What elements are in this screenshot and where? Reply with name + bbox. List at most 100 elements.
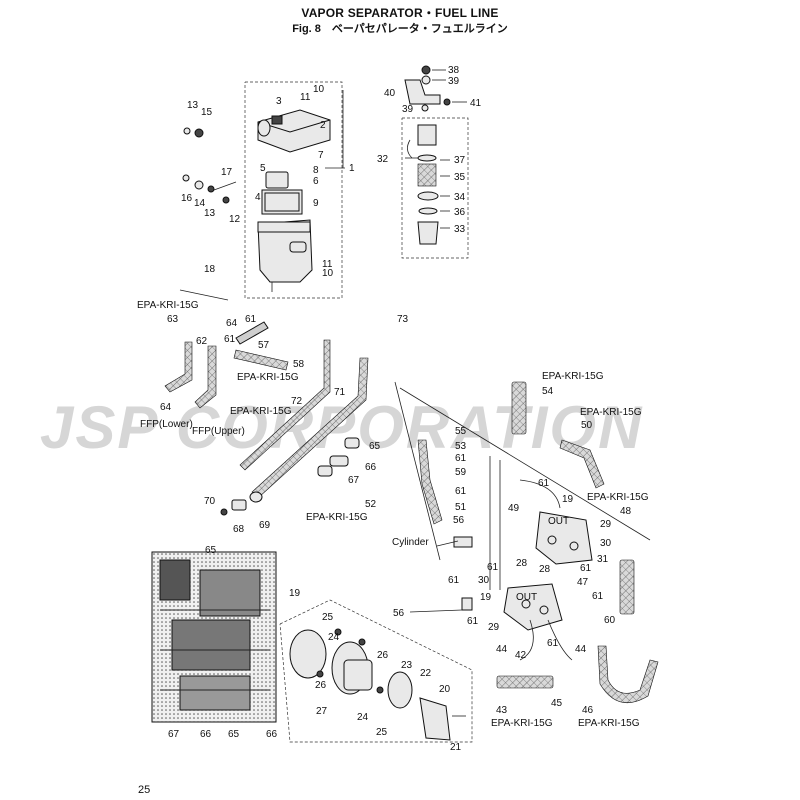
callout-72: 72 [291,396,303,407]
callout-66c: 66 [266,729,278,740]
callout-65a: 65 [369,441,381,452]
callout-62: 62 [196,336,208,347]
page-title: VAPOR SEPARATOR・FUEL LINE [301,6,499,20]
callout-29b: 29 [488,622,500,633]
callout-61h: 61 [467,616,479,627]
callout-29a: 29 [600,519,612,530]
pipe-assembly [453,456,501,611]
epa-label-4: EPA-KRI-15G [306,512,368,523]
callout-28a: 28 [516,558,528,569]
callout-42: 42 [515,650,527,661]
callout-25a: 25 [322,612,334,623]
epa-label-2: EPA-KRI-15G [237,372,299,383]
epa-label-7: EPA-KRI-15G [587,492,649,503]
callout-19b: 19 [562,494,574,505]
callout-24b: 24 [357,712,369,723]
callout-33: 33 [454,224,466,235]
callout-28b: 28 [539,564,551,575]
callout-55: 55 [455,426,467,437]
fuel-filter-group-box [401,117,469,259]
figure-label: Fig. 8 ベーパセパレータ・フュエルライン [292,23,508,35]
callout-61c: 61 [538,478,550,489]
callout-46: 46 [582,705,594,716]
callout-25b: 25 [376,727,388,738]
callout-61d: 61 [245,314,257,325]
ffp-upper-label: FFP(Upper) [192,426,245,437]
callout-67b: 67 [168,729,180,740]
callout-14: 14 [194,198,206,209]
callout-27: 27 [316,706,328,717]
svg-text:OUT: OUT [516,592,537,603]
callout-30b: 30 [478,575,490,586]
callout-13b: 13 [204,208,216,219]
callout-1: 1 [349,163,355,174]
clip-set [317,437,360,477]
callout-2: 2 [320,120,326,131]
callout-numbers: 1 2 3 4 5 6 7 8 9 10 11 12 13 13 14 15 1… [160,65,632,753]
callout-53: 53 [455,441,467,452]
fuel-pump-group-box [279,599,473,743]
callout-50: 50 [581,420,593,431]
callout-56b: 56 [393,608,405,619]
hose-48 [619,559,635,615]
pipe-44 [519,619,573,661]
callout-6: 6 [313,176,319,187]
leader-lines [325,69,651,613]
epa-label-6: EPA-KRI-15G [580,407,642,418]
callout-36: 36 [454,207,466,218]
callout-16: 16 [181,193,193,204]
hose-62 [194,345,217,409]
callout-59: 59 [455,467,467,478]
epa-label-9: EPA-KRI-15G [578,718,640,729]
callout-65c: 65 [228,729,240,740]
hose-43 [496,675,554,689]
callout-12: 12 [229,214,241,225]
screw-and-washer-set [182,127,237,204]
hose-72 [239,339,331,471]
callout-31: 31 [597,554,609,565]
callout-49: 49 [508,503,520,514]
callout-7: 7 [318,150,324,161]
callout-61g: 61 [448,575,460,586]
callout-8: 8 [313,165,319,176]
callout-54: 54 [542,386,554,397]
vapor-separator-cover [257,109,331,153]
callout-63: 63 [167,314,179,325]
callout-64a: 64 [226,318,238,329]
callout-30a: 30 [600,538,612,549]
hose-spec-labels: EPA-KRI-15G EPA-KRI-15G EPA-KRI-15G EPA-… [137,300,649,729]
callout-19a: 19 [289,588,301,599]
callout-61e: 61 [224,334,236,345]
hose-57 [233,349,289,371]
callout-38: 38 [448,65,460,76]
vapor-separator-bowl [257,219,313,292]
callout-66a: 66 [365,462,377,473]
callout-44b: 44 [575,644,587,655]
callout-58: 58 [293,359,305,370]
hose-46 [597,645,659,704]
callout-48: 48 [620,506,632,517]
epa-label-5: EPA-KRI-15G [542,371,604,382]
callout-11b: 11 [322,259,333,270]
float-assembly [261,171,303,215]
callout-34: 34 [454,192,466,203]
callout-47: 47 [577,577,589,588]
callout-73: 73 [397,314,409,325]
cylinder-label: Cylinder [392,537,429,548]
callout-61b: 61 [455,486,467,497]
callout-18: 18 [204,264,216,275]
callout-20: 20 [439,684,451,695]
callout-66b: 66 [200,729,212,740]
fitting-68-69-70 [220,491,263,516]
pipe-49 [519,479,561,509]
callout-10b: 10 [322,268,334,279]
callout-61k: 61 [547,638,559,649]
callout-67a: 67 [348,475,360,486]
callout-69: 69 [259,520,271,531]
callout-51: 51 [455,502,467,513]
epa-label-1: EPA-KRI-15G [137,300,199,311]
callout-21: 21 [450,742,462,753]
vapor-separator-group-box [244,81,343,299]
callout-61f: 61 [487,562,499,573]
